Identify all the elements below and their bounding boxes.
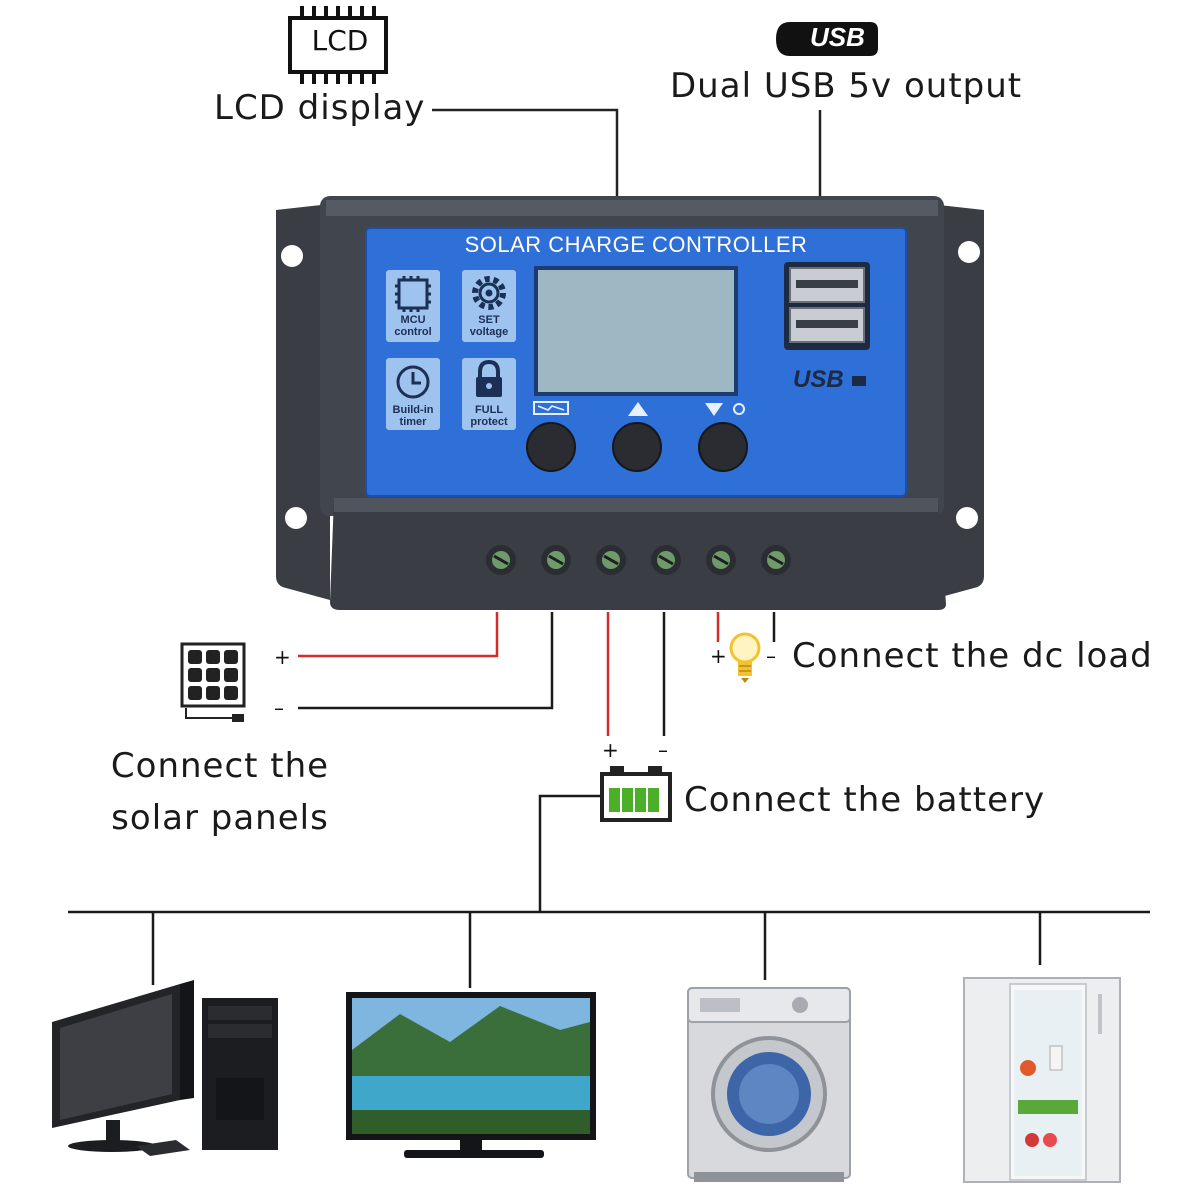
lcd-chip-icon xyxy=(288,6,388,84)
television xyxy=(346,992,596,1158)
usb-plug-icon xyxy=(776,22,878,56)
wiring xyxy=(68,612,1150,988)
battery-icon xyxy=(600,766,672,822)
usb-output-label: Dual USB 5v output xyxy=(670,66,1023,106)
button-legends xyxy=(533,401,745,416)
controller-title: SOLAR CHARGE CONTROLLER xyxy=(464,232,808,257)
washing-machine xyxy=(687,987,851,1182)
battery-plus-sign: + xyxy=(602,738,619,762)
callout-lines xyxy=(432,108,822,202)
usb-icon-text: USB xyxy=(810,22,865,52)
lock-icon xyxy=(476,359,502,397)
lcd-display-label: LCD display xyxy=(214,88,426,128)
feature-tiles xyxy=(386,270,516,430)
light-bulb-icon xyxy=(729,632,761,683)
dc-load-label: Connect the dc load xyxy=(792,636,1153,676)
refrigerator xyxy=(963,977,1121,1183)
charge-controller xyxy=(276,196,984,610)
lcd-screen xyxy=(534,266,738,396)
terminal-screws xyxy=(486,545,791,575)
control-buttons xyxy=(526,422,748,472)
usb-ports xyxy=(784,262,870,386)
lcd-icon-text: LCD xyxy=(311,24,369,57)
battery-label: Connect the battery xyxy=(684,780,1046,820)
gear-icon xyxy=(472,276,506,310)
usb-logo: USB xyxy=(793,366,844,393)
solar-plus-sign: + xyxy=(274,645,291,669)
desktop-computer xyxy=(52,980,278,1156)
solar-panel-icon xyxy=(180,642,246,722)
load-plus-sign: + xyxy=(710,644,727,668)
solar-panels-label: Connect the solar panels xyxy=(110,746,330,838)
battery-minus-sign: – xyxy=(658,738,668,762)
load-minus-sign: – xyxy=(766,644,776,668)
clock-icon xyxy=(396,365,430,399)
solar-minus-sign: – xyxy=(274,696,284,720)
chip-icon xyxy=(395,276,431,312)
